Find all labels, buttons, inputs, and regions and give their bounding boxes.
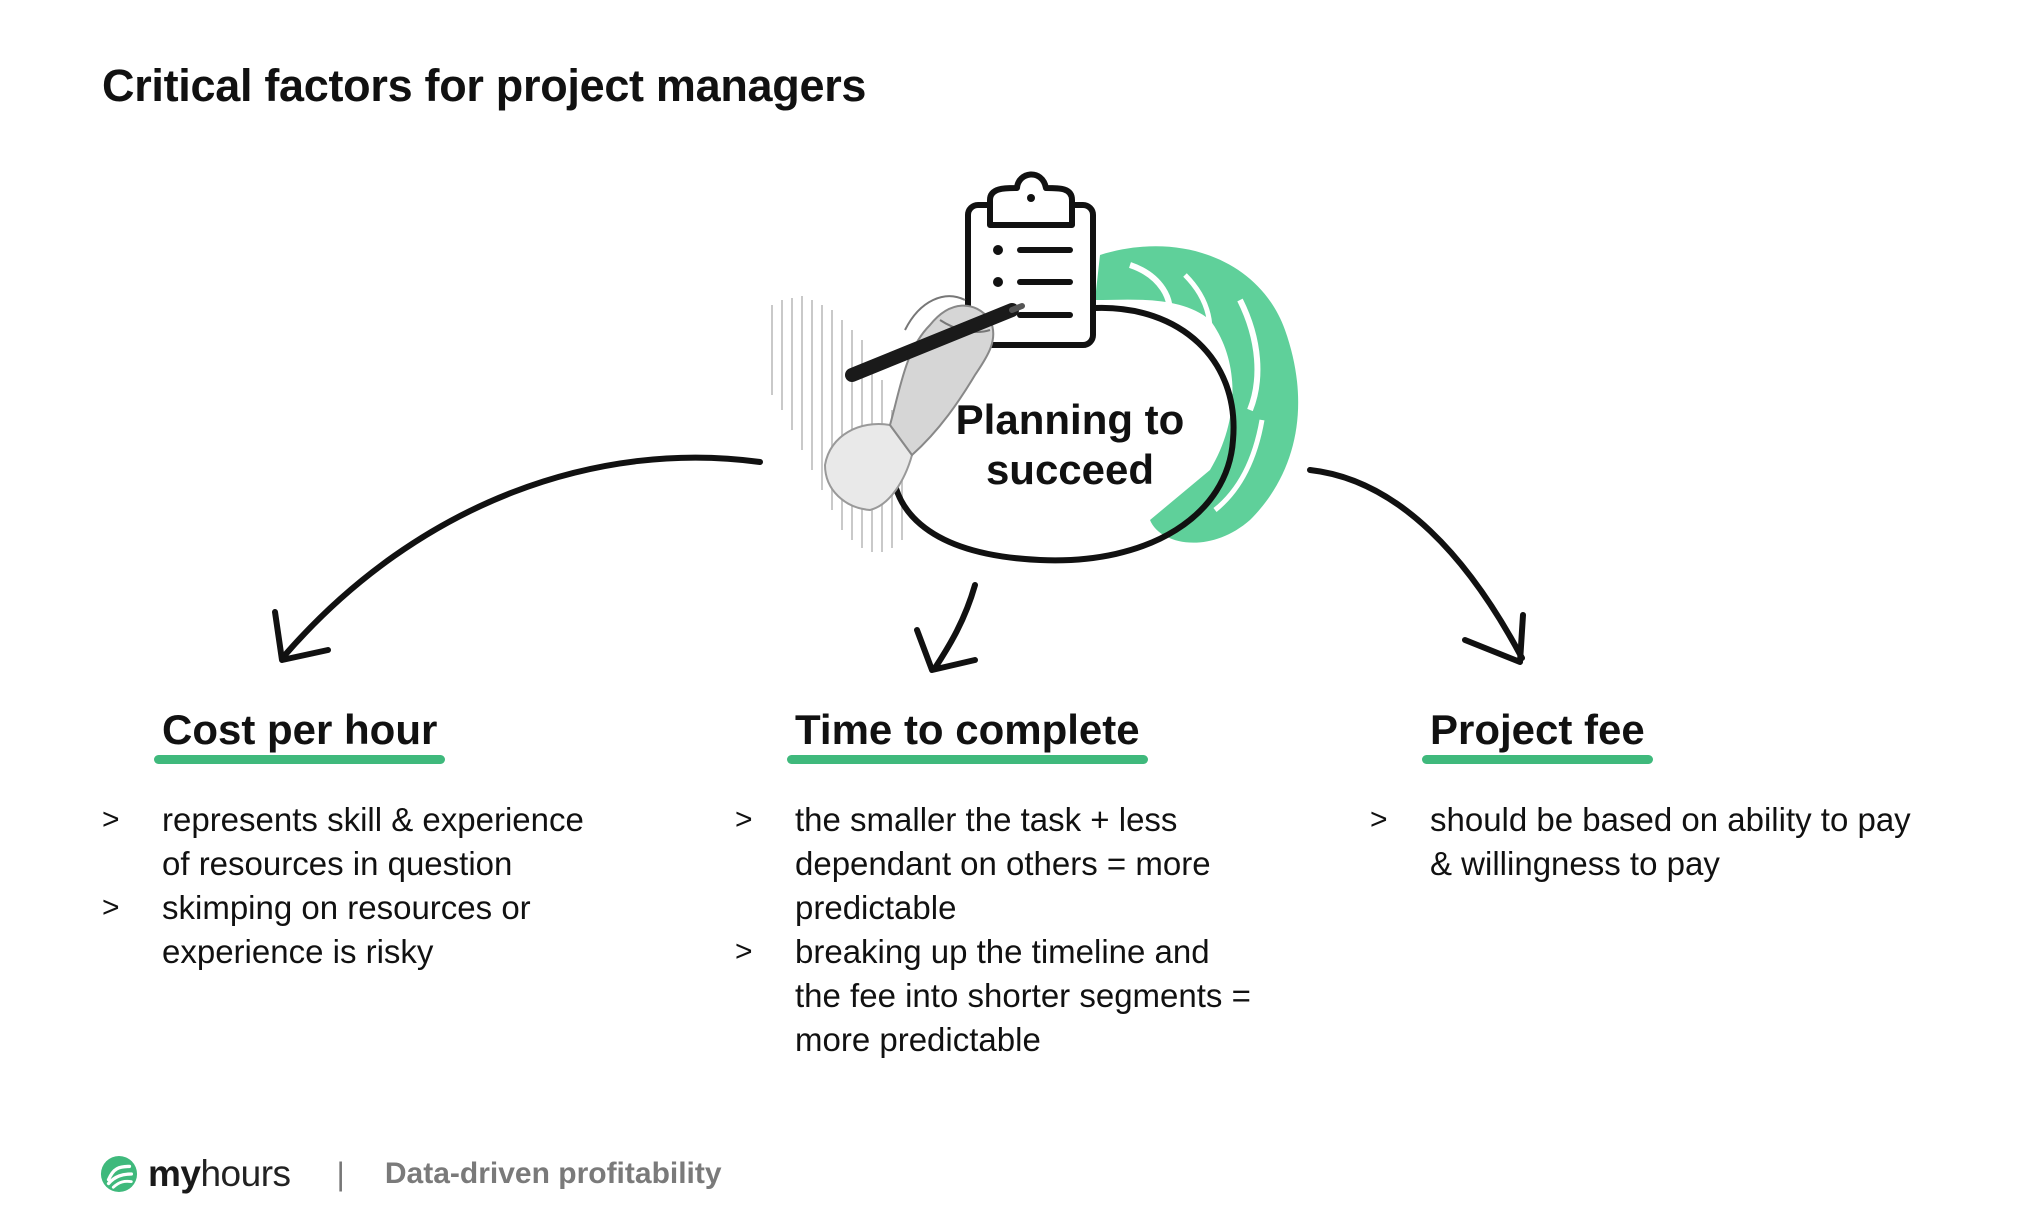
footer: myhours | Data-driven profitability bbox=[100, 1148, 722, 1200]
bullet-marker: > bbox=[102, 803, 120, 836]
footer-tagline: Data-driven profitability bbox=[384, 1157, 722, 1190]
bullet-list: > the smaller the task + less dependant … bbox=[735, 798, 1355, 1062]
hand-with-pen-illustration bbox=[823, 295, 1025, 512]
title-underline bbox=[154, 755, 446, 764]
page-title: Critical factors for project managers bbox=[102, 60, 867, 111]
bullet-marker: > bbox=[735, 803, 753, 836]
arrow-left-head bbox=[272, 609, 331, 663]
title-underline bbox=[787, 755, 1148, 764]
factor-cost-per-hour: Cost per hour > represents skill & exper… bbox=[102, 700, 722, 974]
factor-title: Project fee bbox=[1422, 700, 1653, 764]
bullet-list: > represents skill & experience of resou… bbox=[102, 798, 722, 974]
bullet-line: experience is risky bbox=[162, 933, 434, 970]
bullet-item: > skimping on resources or experience is… bbox=[102, 886, 722, 974]
arrow-middle-head bbox=[914, 627, 978, 673]
bullet-line: predictable bbox=[795, 889, 957, 926]
factor-title-text: Cost per hour bbox=[162, 706, 438, 753]
myhours-logo-icon bbox=[100, 1155, 138, 1193]
brand-my: my bbox=[148, 1153, 201, 1194]
arrow-middle bbox=[932, 582, 978, 671]
bullet-marker: > bbox=[735, 935, 753, 968]
bullet-item: > breaking up the timeline and the fee i… bbox=[735, 930, 1355, 1062]
factor-time-to-complete: Time to complete > the smaller the task … bbox=[735, 700, 1355, 1062]
bullet-item: > should be based on ability to pay & wi… bbox=[1370, 798, 1990, 886]
arrow-right-head bbox=[1462, 612, 1526, 665]
bullet-item: > the smaller the task + less dependant … bbox=[735, 798, 1355, 930]
factor-title-text: Project fee bbox=[1430, 706, 1645, 753]
factor-title: Time to complete bbox=[787, 700, 1148, 764]
factor-title-text: Time to complete bbox=[795, 706, 1140, 753]
bullet-marker: > bbox=[1370, 803, 1388, 836]
bullet-line: of resources in question bbox=[162, 845, 513, 882]
bullet-line: skimping on resources or bbox=[162, 889, 531, 926]
bullet-line: the smaller the task + less bbox=[795, 801, 1178, 838]
center-label: Planning to succeed bbox=[895, 395, 1245, 495]
bullet-line: dependant on others = more bbox=[795, 845, 1211, 882]
bullet-line: breaking up the timeline and bbox=[795, 933, 1210, 970]
center-label-line2: succeed bbox=[985, 446, 1155, 493]
arrow-left bbox=[282, 454, 763, 658]
bullet-line: & willingness to pay bbox=[1430, 845, 1720, 882]
bullet-line: represents skill & experience bbox=[162, 801, 584, 838]
factor-title: Cost per hour bbox=[154, 700, 446, 764]
footer-separator: | bbox=[336, 1155, 345, 1192]
bullet-list: > should be based on ability to pay & wi… bbox=[1370, 798, 1990, 886]
center-label-line1: Planning to bbox=[955, 396, 1185, 443]
brand-logo-text: myhours bbox=[148, 1153, 291, 1195]
brand-hours: hours bbox=[200, 1153, 291, 1194]
title-underline bbox=[1422, 755, 1653, 764]
bullet-line: should be based on ability to pay bbox=[1430, 801, 1911, 838]
arrow-right bbox=[1307, 467, 1525, 661]
bullet-line: the fee into shorter segments = bbox=[795, 977, 1251, 1014]
factor-project-fee: Project fee > should be based on ability… bbox=[1370, 700, 1990, 886]
arrows bbox=[272, 454, 1526, 673]
bullet-line: more predictable bbox=[795, 1021, 1041, 1058]
bullet-marker: > bbox=[102, 891, 120, 924]
bullet-item: > represents skill & experience of resou… bbox=[102, 798, 722, 886]
green-brush-blob bbox=[1095, 246, 1299, 543]
